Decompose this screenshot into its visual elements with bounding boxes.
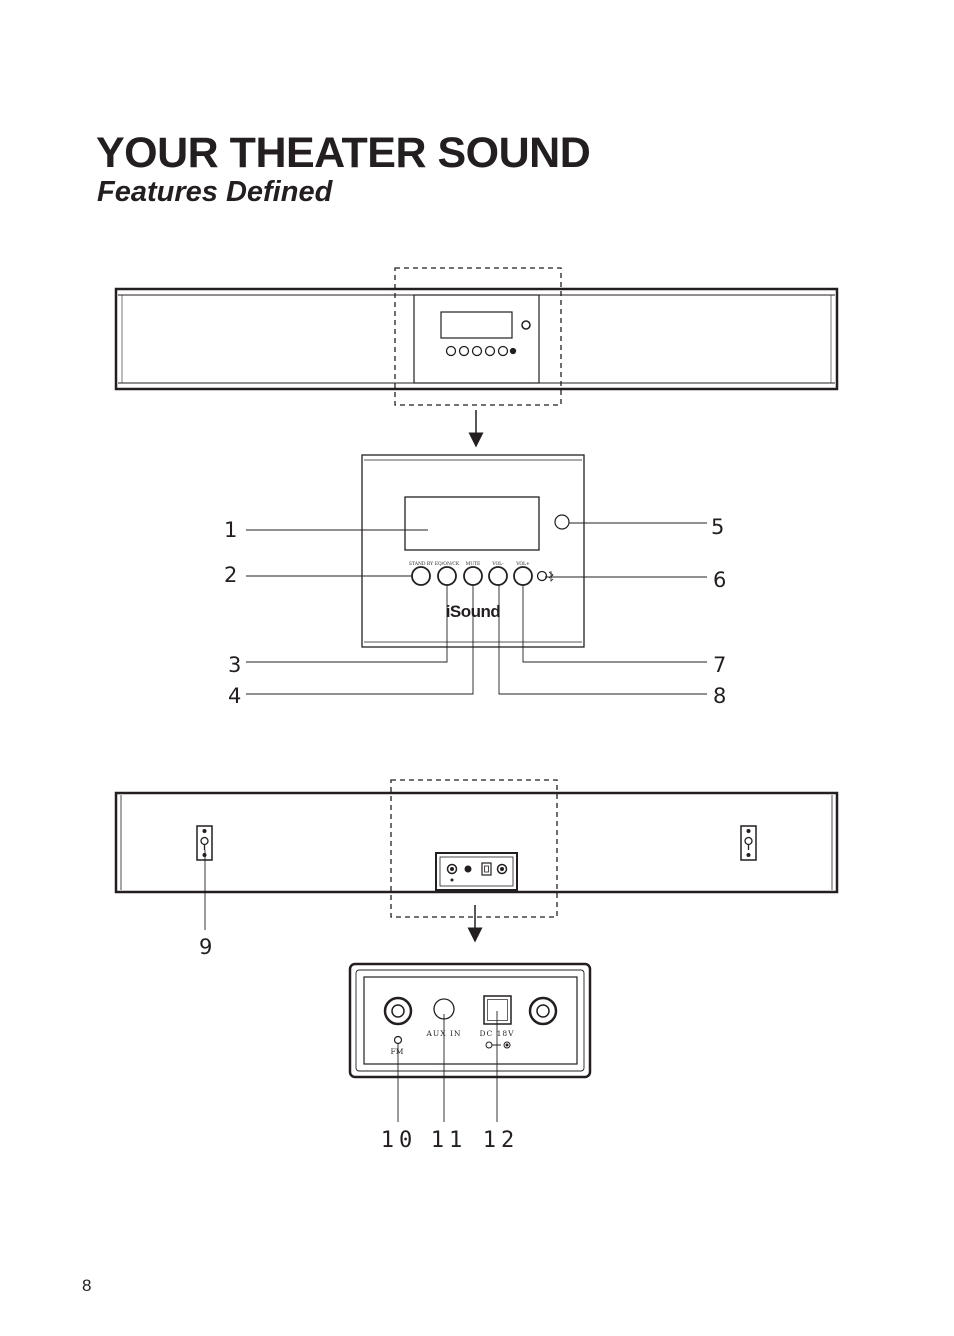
back-soundbar xyxy=(114,779,839,918)
mini-button-row xyxy=(445,345,517,357)
front-soundbar xyxy=(114,267,839,406)
callout-1: 1 xyxy=(224,518,237,542)
wall-mount-right xyxy=(740,825,757,861)
aux-in-label: AUX IN xyxy=(426,1029,462,1038)
callout-7: 7 xyxy=(713,653,726,677)
callout-9: 9 xyxy=(199,935,212,959)
vol-down-button xyxy=(488,566,508,586)
mini-connector-panel xyxy=(435,852,518,891)
callout-11: 11 xyxy=(431,1128,468,1153)
fm-antenna-jack xyxy=(383,996,413,1026)
vol-up-button xyxy=(513,566,533,586)
bluetooth-icon xyxy=(548,571,554,582)
dc-power-jack xyxy=(483,995,512,1025)
callout-8: 8 xyxy=(713,684,726,708)
callout-6: 6 xyxy=(713,568,726,592)
button-label-vol-up: VOL+ xyxy=(515,561,530,567)
remote-sensor xyxy=(554,514,570,530)
callout-3: 3 xyxy=(228,653,241,677)
fm-indicator xyxy=(393,1035,403,1045)
button-label-vol-down: VOL- xyxy=(491,561,504,567)
callout-10: 10 xyxy=(381,1128,418,1153)
connector-panel xyxy=(348,962,592,1079)
button-label-mute: MUTE xyxy=(466,561,481,567)
dc-label: DC 18V xyxy=(479,1029,514,1038)
eq-clock-button xyxy=(437,566,457,586)
fm-label: FM xyxy=(391,1047,404,1056)
button-label-eq: EQ/ON/CK xyxy=(435,561,460,567)
standby-button xyxy=(411,566,431,586)
callout-4: 4 xyxy=(228,684,241,708)
wall-mount-left xyxy=(196,825,213,861)
page-number: 8 xyxy=(82,1276,92,1295)
callout-5: 5 xyxy=(711,515,724,539)
callout-2: 2 xyxy=(224,563,237,587)
display-screen xyxy=(404,496,540,551)
dc-polarity-icon xyxy=(485,1041,511,1049)
front-callout-lines xyxy=(246,522,707,695)
connector-callout-lines xyxy=(397,1011,498,1122)
page-title: YOUR THEATER SOUND xyxy=(96,129,591,177)
page-subtitle: Features Defined xyxy=(97,176,333,208)
button-label-standby: STAND BY xyxy=(409,561,434,567)
bluetooth-indicator xyxy=(536,570,548,582)
mute-button xyxy=(463,566,483,586)
callout-12: 12 xyxy=(483,1128,520,1153)
right-jack xyxy=(528,996,558,1026)
